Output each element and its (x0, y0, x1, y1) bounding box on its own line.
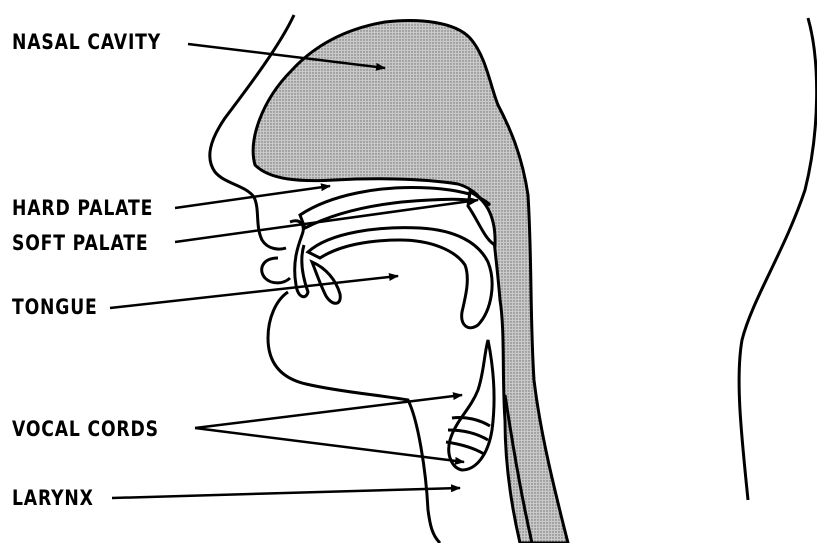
larynx-shape (449, 340, 494, 470)
arrow-hard-palate (175, 186, 330, 208)
nasal-cavity-region (253, 21, 568, 543)
label-tongue: TONGUE (12, 297, 98, 318)
arrow-larynx (112, 488, 460, 498)
label-nasal-cavity: NASAL CAVITY (12, 32, 161, 53)
tongue-shape (308, 228, 492, 328)
arrow-vocal-cords-upper (195, 395, 462, 428)
back-of-neck (739, 18, 817, 500)
label-soft-palate: SOFT PALATE (12, 233, 148, 254)
lower-lip (262, 258, 290, 283)
chin-and-throat (268, 292, 440, 543)
arrow-vocal-cords-lower (195, 428, 464, 462)
label-vocal-cords: VOCAL CORDS (12, 419, 159, 440)
label-hard-palate: HARD PALATE (12, 198, 153, 219)
label-larynx: LARYNX (12, 488, 94, 509)
arrow-tongue (110, 276, 398, 308)
